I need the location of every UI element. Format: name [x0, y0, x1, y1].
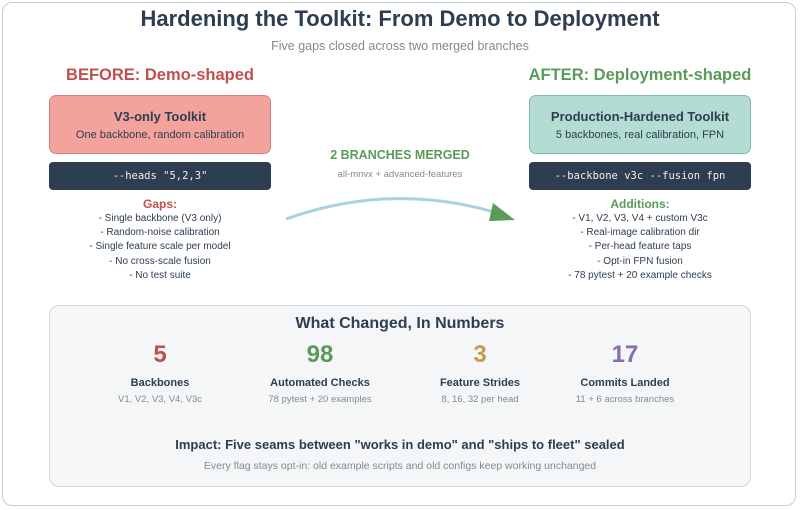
- stat-label: Backbones: [130, 377, 190, 389]
- stat-commits-landed: 17 Commits Landed 11 + 6 across branches: [545, 341, 705, 405]
- before-box: V3-only Toolkit One backbone, random cal…: [49, 95, 271, 154]
- stat-feature-strides: 3 Feature Strides 8, 16, 32 per head: [400, 341, 560, 405]
- stat-value: 17: [611, 341, 639, 368]
- addition-item: - V1, V2, V3, V4 + custom V3c: [572, 213, 708, 224]
- gap-item: - Single feature scale per model: [89, 241, 231, 253]
- gaps-heading: Gaps:: [142, 197, 177, 211]
- stat-detail: 11 + 6 across branches: [575, 394, 675, 405]
- addition-item: - Per-head feature taps: [588, 241, 692, 253]
- gap-item: - No cross-scale fusion: [109, 255, 211, 267]
- additions-heading: Additions:: [610, 197, 670, 211]
- before-box-title: V3-only Toolkit: [113, 108, 207, 124]
- numbers-title: What Changed, In Numbers: [295, 315, 505, 332]
- before-box-subtitle: One backbone, random calibration: [75, 128, 245, 141]
- stat-value: 3: [473, 341, 487, 368]
- numbers-panel: [49, 305, 751, 487]
- after-box: Production-Hardened Toolkit 5 backbones,…: [529, 95, 751, 154]
- diagram-title: Hardening the Toolkit: From Demo to Depl…: [140, 6, 660, 31]
- merge-heading: 2 BRANCHES MERGED: [330, 148, 470, 162]
- after-box-title: Production-Hardened Toolkit: [550, 108, 730, 124]
- stat-value: 98: [306, 341, 334, 368]
- stat-value: 5: [153, 341, 167, 368]
- impact-statement: Impact: Five seams between "works in dem…: [175, 437, 625, 452]
- stat-backbones: 5 Backbones V1, V2, V3, V4, V3c: [80, 341, 240, 405]
- gap-item: - No test suite: [129, 269, 191, 281]
- after-command: --backbone v3c --fusion fpn: [529, 162, 751, 190]
- stat-detail: 78 pytest + 20 examples: [268, 394, 372, 405]
- diagram-subtitle: Five gaps closed across two merged branc…: [271, 39, 529, 53]
- gap-item: - Single backbone (V3 only): [98, 213, 222, 224]
- before-command: --heads "5,2,3": [49, 162, 271, 190]
- impact-note: Every flag stays opt-in: old example scr…: [203, 460, 597, 472]
- addition-item: - 78 pytest + 20 example checks: [568, 269, 712, 281]
- stat-detail: 8, 16, 32 per head: [441, 394, 519, 405]
- stat-label: Commits Landed: [580, 377, 670, 389]
- before-heading: BEFORE: Demo-shaped: [66, 66, 254, 84]
- gaps-list: - Single backbone (V3 only) - Random-noi…: [40, 212, 280, 283]
- stat-label: Feature Strides: [439, 377, 521, 389]
- addition-item: - Real-image calibration dir: [580, 227, 700, 239]
- merge-arrow-icon: [285, 197, 515, 221]
- stat-label: Automated Checks: [270, 377, 370, 389]
- after-heading: AFTER: Deployment-shaped: [528, 66, 752, 84]
- stat-automated-checks: 98 Automated Checks 78 pytest + 20 examp…: [240, 341, 400, 405]
- merge-subtitle: all-mnvx + advanced-features: [337, 169, 463, 180]
- after-box-subtitle: 5 backbones, real calibration, FPN: [555, 128, 725, 141]
- stat-detail: V1, V2, V3, V4, V3c: [118, 394, 202, 405]
- gap-item: - Random-noise calibration: [100, 227, 220, 239]
- addition-item: - Opt-in FPN fusion: [597, 255, 683, 267]
- additions-list: - V1, V2, V3, V4 + custom V3c - Real-ima…: [510, 212, 770, 283]
